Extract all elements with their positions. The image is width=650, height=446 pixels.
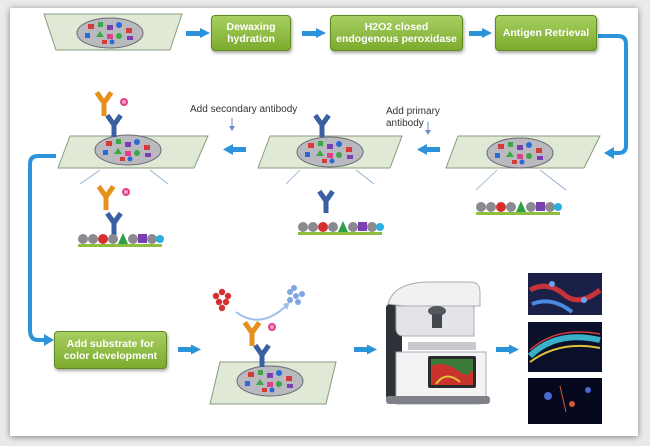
step-dewaxing-hydration: Dewaxing hydration: [211, 15, 291, 51]
result-image-1: [528, 273, 602, 315]
step-antigen-retrieval-label: Antigen Retrieval: [502, 27, 590, 39]
arrow-left-1: [417, 144, 440, 155]
slide-color-development: [209, 285, 337, 405]
arrow-down-connector-2: [28, 154, 56, 342]
product-molecules: [287, 285, 305, 305]
arrow-small-secondary: [229, 118, 235, 131]
arrow-right-1: [186, 28, 210, 38]
slide-antigen-exposed: [445, 135, 601, 215]
arrow-right-2: [302, 28, 326, 38]
step-substrate-label: Add substrate for color development: [63, 338, 158, 362]
label-add-primary-antibody: Add primary antibody: [386, 106, 440, 129]
arrow-down-connector: [598, 34, 628, 155]
arrow-right-5: [354, 344, 377, 355]
result-image-2: [527, 322, 602, 372]
slide-tissue-section: [43, 13, 183, 51]
step-h2o2-label: H2O2 closed endogenous peroxidase: [336, 21, 457, 45]
arrow-right-4: [178, 344, 201, 355]
step-antigen-retrieval: Antigen Retrieval: [495, 15, 597, 51]
label-add-secondary-antibody: Add secondary antibody: [190, 104, 298, 115]
slide-primary-bound: [257, 113, 403, 235]
arrow-right-3: [469, 28, 492, 38]
microscope-icon: [386, 281, 490, 405]
slide-secondary-bound: [57, 91, 209, 247]
arrow-small-primary: [425, 122, 431, 135]
arrow-left-2: [223, 144, 246, 155]
step-dewaxing-label: Dewaxing hydration: [226, 21, 276, 45]
step-add-substrate: Add substrate for color development: [54, 331, 167, 369]
result-image-3: [528, 378, 602, 424]
step-h2o2-peroxidase: H2O2 closed endogenous peroxidase: [330, 15, 463, 51]
arrow-right-6: [496, 344, 519, 355]
substrate-molecules: [212, 288, 232, 312]
